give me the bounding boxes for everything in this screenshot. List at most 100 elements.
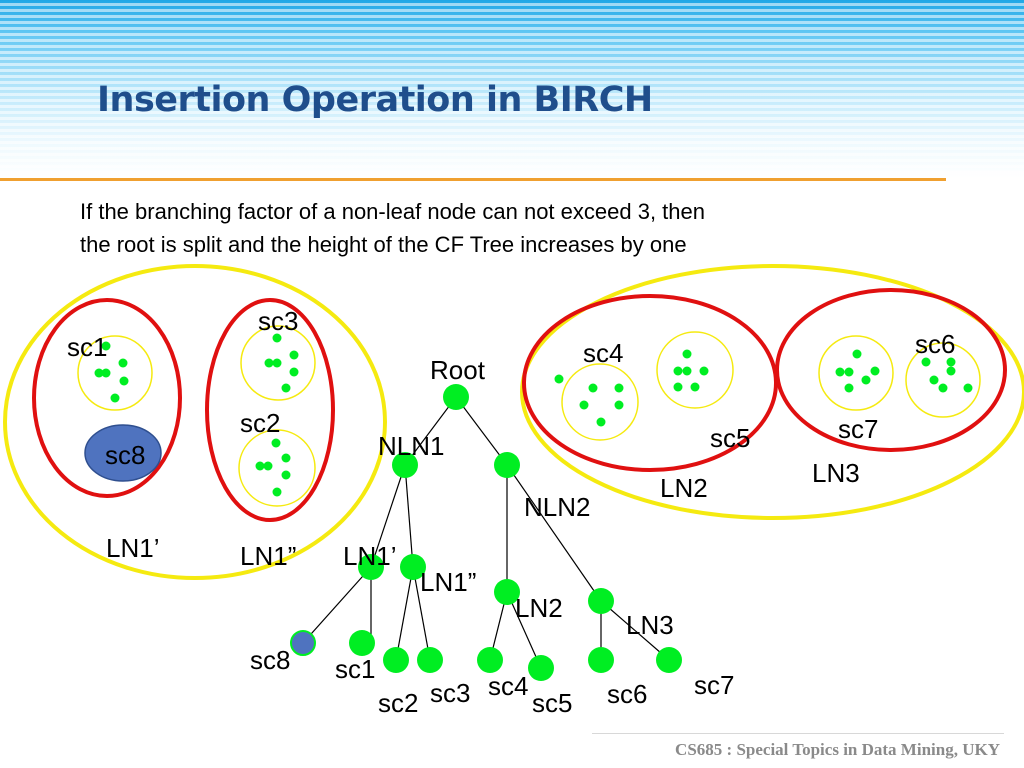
node-ln3 <box>588 588 614 614</box>
edge-ln2-sc5 <box>506 591 542 669</box>
point <box>690 382 700 392</box>
label-ln2: LN2 <box>660 473 708 503</box>
point <box>844 383 854 393</box>
subcluster-points <box>94 333 973 497</box>
subcluster-circle-sc3 <box>240 325 316 401</box>
node-ln1p <box>358 554 384 580</box>
node-sc7 <box>656 647 682 673</box>
edge-nln1-ln1p <box>370 464 406 568</box>
edge-root-nln1 <box>404 396 457 466</box>
edge-nln2-ln3 <box>506 464 602 602</box>
node-nln1 <box>392 452 418 478</box>
subcluster-circle-sc1 <box>77 335 153 411</box>
point <box>281 383 291 393</box>
tree-label-sc6: sc6 <box>607 679 647 709</box>
point <box>579 400 589 410</box>
node-sc2 <box>383 647 409 673</box>
point <box>281 470 291 480</box>
point <box>554 374 564 384</box>
tree-label-ln1pp: LN1” <box>420 567 476 597</box>
title-divider <box>0 178 946 181</box>
point <box>946 366 956 376</box>
tree-label-root: Root <box>430 355 486 385</box>
node-sc5 <box>528 655 554 681</box>
label-sc5: sc5 <box>710 423 750 453</box>
point <box>255 461 265 471</box>
node-ln2 <box>494 579 520 605</box>
caption-line-1: If the branching factor of a non-leaf no… <box>80 199 705 224</box>
subcluster-circle-sc6 <box>905 342 981 418</box>
point <box>963 383 973 393</box>
tree-label-nln2: NLN2 <box>524 492 590 522</box>
header-band <box>0 0 1024 178</box>
tree-label-sc7: sc7 <box>694 670 734 700</box>
point <box>682 366 692 376</box>
node-sc8 <box>290 630 316 656</box>
subcluster-circle-sc5 <box>656 331 734 409</box>
point <box>289 350 299 360</box>
tree-label-ln1p: LN1’ <box>343 541 396 571</box>
point <box>870 366 880 376</box>
subcluster-sc8 <box>84 424 162 482</box>
label-ln1p: LN1’ <box>106 533 159 563</box>
point <box>835 367 845 377</box>
label-sc6: sc6 <box>915 329 955 359</box>
tree-label-sc5: sc5 <box>532 688 572 718</box>
label-sc2: sc2 <box>240 408 280 438</box>
point <box>673 382 683 392</box>
point <box>101 341 111 351</box>
page-title: Insertion Operation in BIRCH <box>97 80 653 120</box>
node-sc3 <box>417 647 443 673</box>
tree-label-sc3: sc3 <box>430 678 470 708</box>
tree-label-sc8: sc8 <box>250 645 290 675</box>
point <box>272 358 282 368</box>
leaf-outline-ln1pp <box>205 298 335 522</box>
point <box>673 366 683 376</box>
point <box>588 383 598 393</box>
point <box>264 358 274 368</box>
footer-divider <box>592 733 1004 734</box>
label-ln3: LN3 <box>812 458 860 488</box>
point <box>119 376 129 386</box>
subcluster-circle-sc2 <box>238 429 316 507</box>
point <box>699 366 709 376</box>
point <box>844 367 854 377</box>
tree-label-nln1: NLN1 <box>378 431 444 461</box>
tree-label-sc4: sc4 <box>488 671 528 701</box>
edge-ln3-sc7 <box>600 600 670 661</box>
caption-line-2: the root is split and the height of the … <box>80 232 687 257</box>
edge-nln1-ln1pp <box>404 464 414 568</box>
subcluster-circle-sc4 <box>561 363 639 441</box>
tree-nodes <box>349 384 682 681</box>
point <box>110 393 120 403</box>
node-nln2 <box>494 452 520 478</box>
point <box>861 375 871 385</box>
edge-root-nln2 <box>455 396 508 466</box>
point <box>614 400 624 410</box>
point <box>852 349 862 359</box>
point <box>272 487 282 497</box>
footer-text: CS685 : Special Topics in Data Mining, U… <box>675 740 1000 759</box>
edge-ln1pp-sc3 <box>412 566 431 661</box>
tree-label-sc1: sc1 <box>335 654 375 684</box>
point <box>289 367 299 377</box>
subcluster-circle-sc7 <box>818 335 894 411</box>
nonleaf-outline-left <box>3 264 387 580</box>
point <box>614 383 624 393</box>
point <box>946 357 956 367</box>
point <box>272 333 282 343</box>
point <box>271 438 281 448</box>
label-sc7: sc7 <box>838 414 878 444</box>
edge-ln1pp-sc2 <box>395 566 414 661</box>
tree-label-sc2: sc2 <box>378 688 418 718</box>
point <box>929 375 939 385</box>
point <box>682 349 692 359</box>
leaf-outline-ln1p <box>32 298 182 498</box>
node-root <box>443 384 469 410</box>
nonleaf-outline-right <box>520 264 1024 520</box>
point <box>921 357 931 367</box>
point <box>94 368 104 378</box>
point <box>118 358 128 368</box>
tree-label-ln3: LN3 <box>626 610 674 640</box>
